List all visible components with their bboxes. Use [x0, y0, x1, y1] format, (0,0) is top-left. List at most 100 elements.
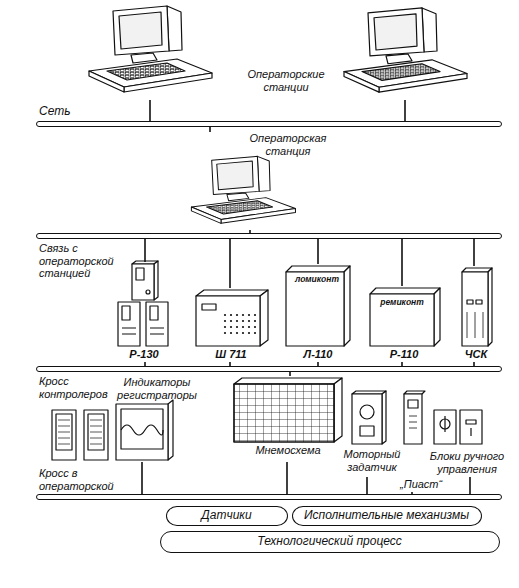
drawing-part: [344, 266, 350, 346]
brand-label: ремиконт: [370, 298, 434, 308]
drawing-part: [234, 384, 334, 442]
drawing-part: [202, 304, 216, 310]
piast-unit: „Пиаст“: [400, 390, 442, 492]
drawing-part: [234, 378, 342, 384]
drawing-part: [360, 405, 374, 419]
bus-drop-line: [209, 127, 211, 132]
drawing-part: [168, 400, 173, 460]
bus-drop-line: [286, 462, 288, 494]
operator-station: Операторская станция: [184, 132, 344, 230]
network-bus: Сеть: [36, 121, 502, 127]
bus-drop-line: [229, 239, 231, 288]
node-label: Технологический процесс: [161, 535, 498, 549]
drawing-part: [467, 312, 483, 338]
drawing-part: [344, 8, 467, 92]
drawing-part: [150, 328, 164, 334]
bus-drop-line: [149, 100, 151, 121]
indicator-group: Индикаторы регистраторы: [48, 376, 206, 462]
bus-drop-line: [317, 239, 319, 264]
drawing-part: [434, 410, 456, 444]
brand-label: ломиконт: [286, 275, 348, 285]
drawing-part: [84, 410, 108, 460]
drawing-part: [150, 306, 158, 320]
drawing-part: [196, 290, 268, 296]
operator-stations: Операторские станции: [80, 0, 480, 100]
bus-drop-line: [144, 239, 146, 262]
drawing-part: [370, 288, 440, 294]
process-pipe: Датчики: [166, 506, 288, 526]
node-label: Кросс в операторской: [39, 467, 119, 492]
mimic-board: Мнемосхема: [230, 376, 346, 462]
drawing-part: [444, 416, 445, 432]
bus-drop-line: [404, 100, 406, 121]
drawing-part: [234, 384, 334, 442]
drawing-part: [460, 410, 482, 444]
drawing-part: [408, 400, 418, 408]
manual-control-units: Блоки ручного управления: [428, 406, 506, 477]
drawing-part: [260, 290, 268, 346]
drawing-part: [334, 378, 342, 442]
bus-drop-line: [473, 239, 475, 266]
drawing-part: [154, 261, 158, 300]
node-label: Блоки ручного управления: [428, 450, 506, 475]
node-label: Кросс контролеров: [39, 375, 121, 400]
drawing-part: [118, 302, 140, 346]
node-label: Ш 711: [192, 348, 270, 361]
node-label: Датчики: [167, 509, 286, 523]
drawing-part: [52, 410, 76, 460]
drawing-part: [467, 300, 473, 304]
bus-drop-line: [469, 477, 471, 494]
computer-icons: [89, 6, 467, 223]
bus-drop-line: [289, 372, 291, 376]
drawing-part: [222, 310, 256, 338]
drawing-part: [89, 6, 212, 92]
operator-room-icons: [52, 378, 482, 460]
drawing-part: [470, 428, 471, 436]
node-label: Исполнительные механизмы: [293, 509, 480, 523]
node-label: Л-110: [282, 348, 354, 361]
process-pipe: Исполнительные механизмы: [292, 506, 482, 526]
drawing-part: [90, 420, 102, 444]
node-label: Р-130: [116, 348, 172, 361]
drawing-part: [146, 290, 150, 294]
drawing-part: [121, 409, 163, 449]
bus-drop-line: [401, 239, 403, 286]
controller: Р-130: [116, 262, 172, 362]
drawing-part: [116, 404, 168, 460]
drawing-part: [56, 414, 72, 450]
controller: ЧСК: [456, 266, 496, 362]
drawing-part: [370, 294, 434, 346]
drawing-part: [121, 425, 163, 435]
bus-drop-line: [141, 462, 143, 494]
node-label: Мнемосхема: [230, 444, 346, 457]
node-label: Индикаторы регистраторы: [110, 376, 204, 401]
node-label: Связь с операторской станцией: [39, 242, 119, 280]
node-label: ЧСК: [456, 348, 496, 361]
drawing-part: [434, 288, 440, 346]
controller-icons: [118, 261, 492, 346]
drawing-part: [462, 272, 488, 346]
drawing-part: [360, 426, 374, 436]
station-link-bus: Связь с операторской станцией: [36, 233, 502, 239]
drawing-part: [191, 156, 295, 223]
drawing-part: [88, 414, 104, 450]
node-label: „Пиаст“: [400, 478, 442, 491]
drawing-part: [58, 420, 70, 444]
drawing-part: [476, 300, 482, 304]
drawing-part: [122, 328, 136, 334]
drawing-part: [352, 394, 382, 444]
drawing-part: [404, 394, 422, 444]
drawing-part: [132, 264, 154, 300]
drawing-part: [196, 296, 260, 346]
motor-setter: Моторный задатчик: [344, 390, 400, 477]
drawing-part: [466, 420, 476, 424]
node-label: Операторские станции: [230, 68, 342, 93]
drawing-part: [122, 306, 130, 320]
process-pipe: Технологический процесс: [160, 531, 500, 553]
node-label: Сеть: [39, 105, 99, 119]
node-label: Операторская станция: [234, 132, 342, 157]
controller: ремиконтР-110: [366, 286, 442, 362]
controller: ломиконтЛ-110: [282, 264, 354, 362]
